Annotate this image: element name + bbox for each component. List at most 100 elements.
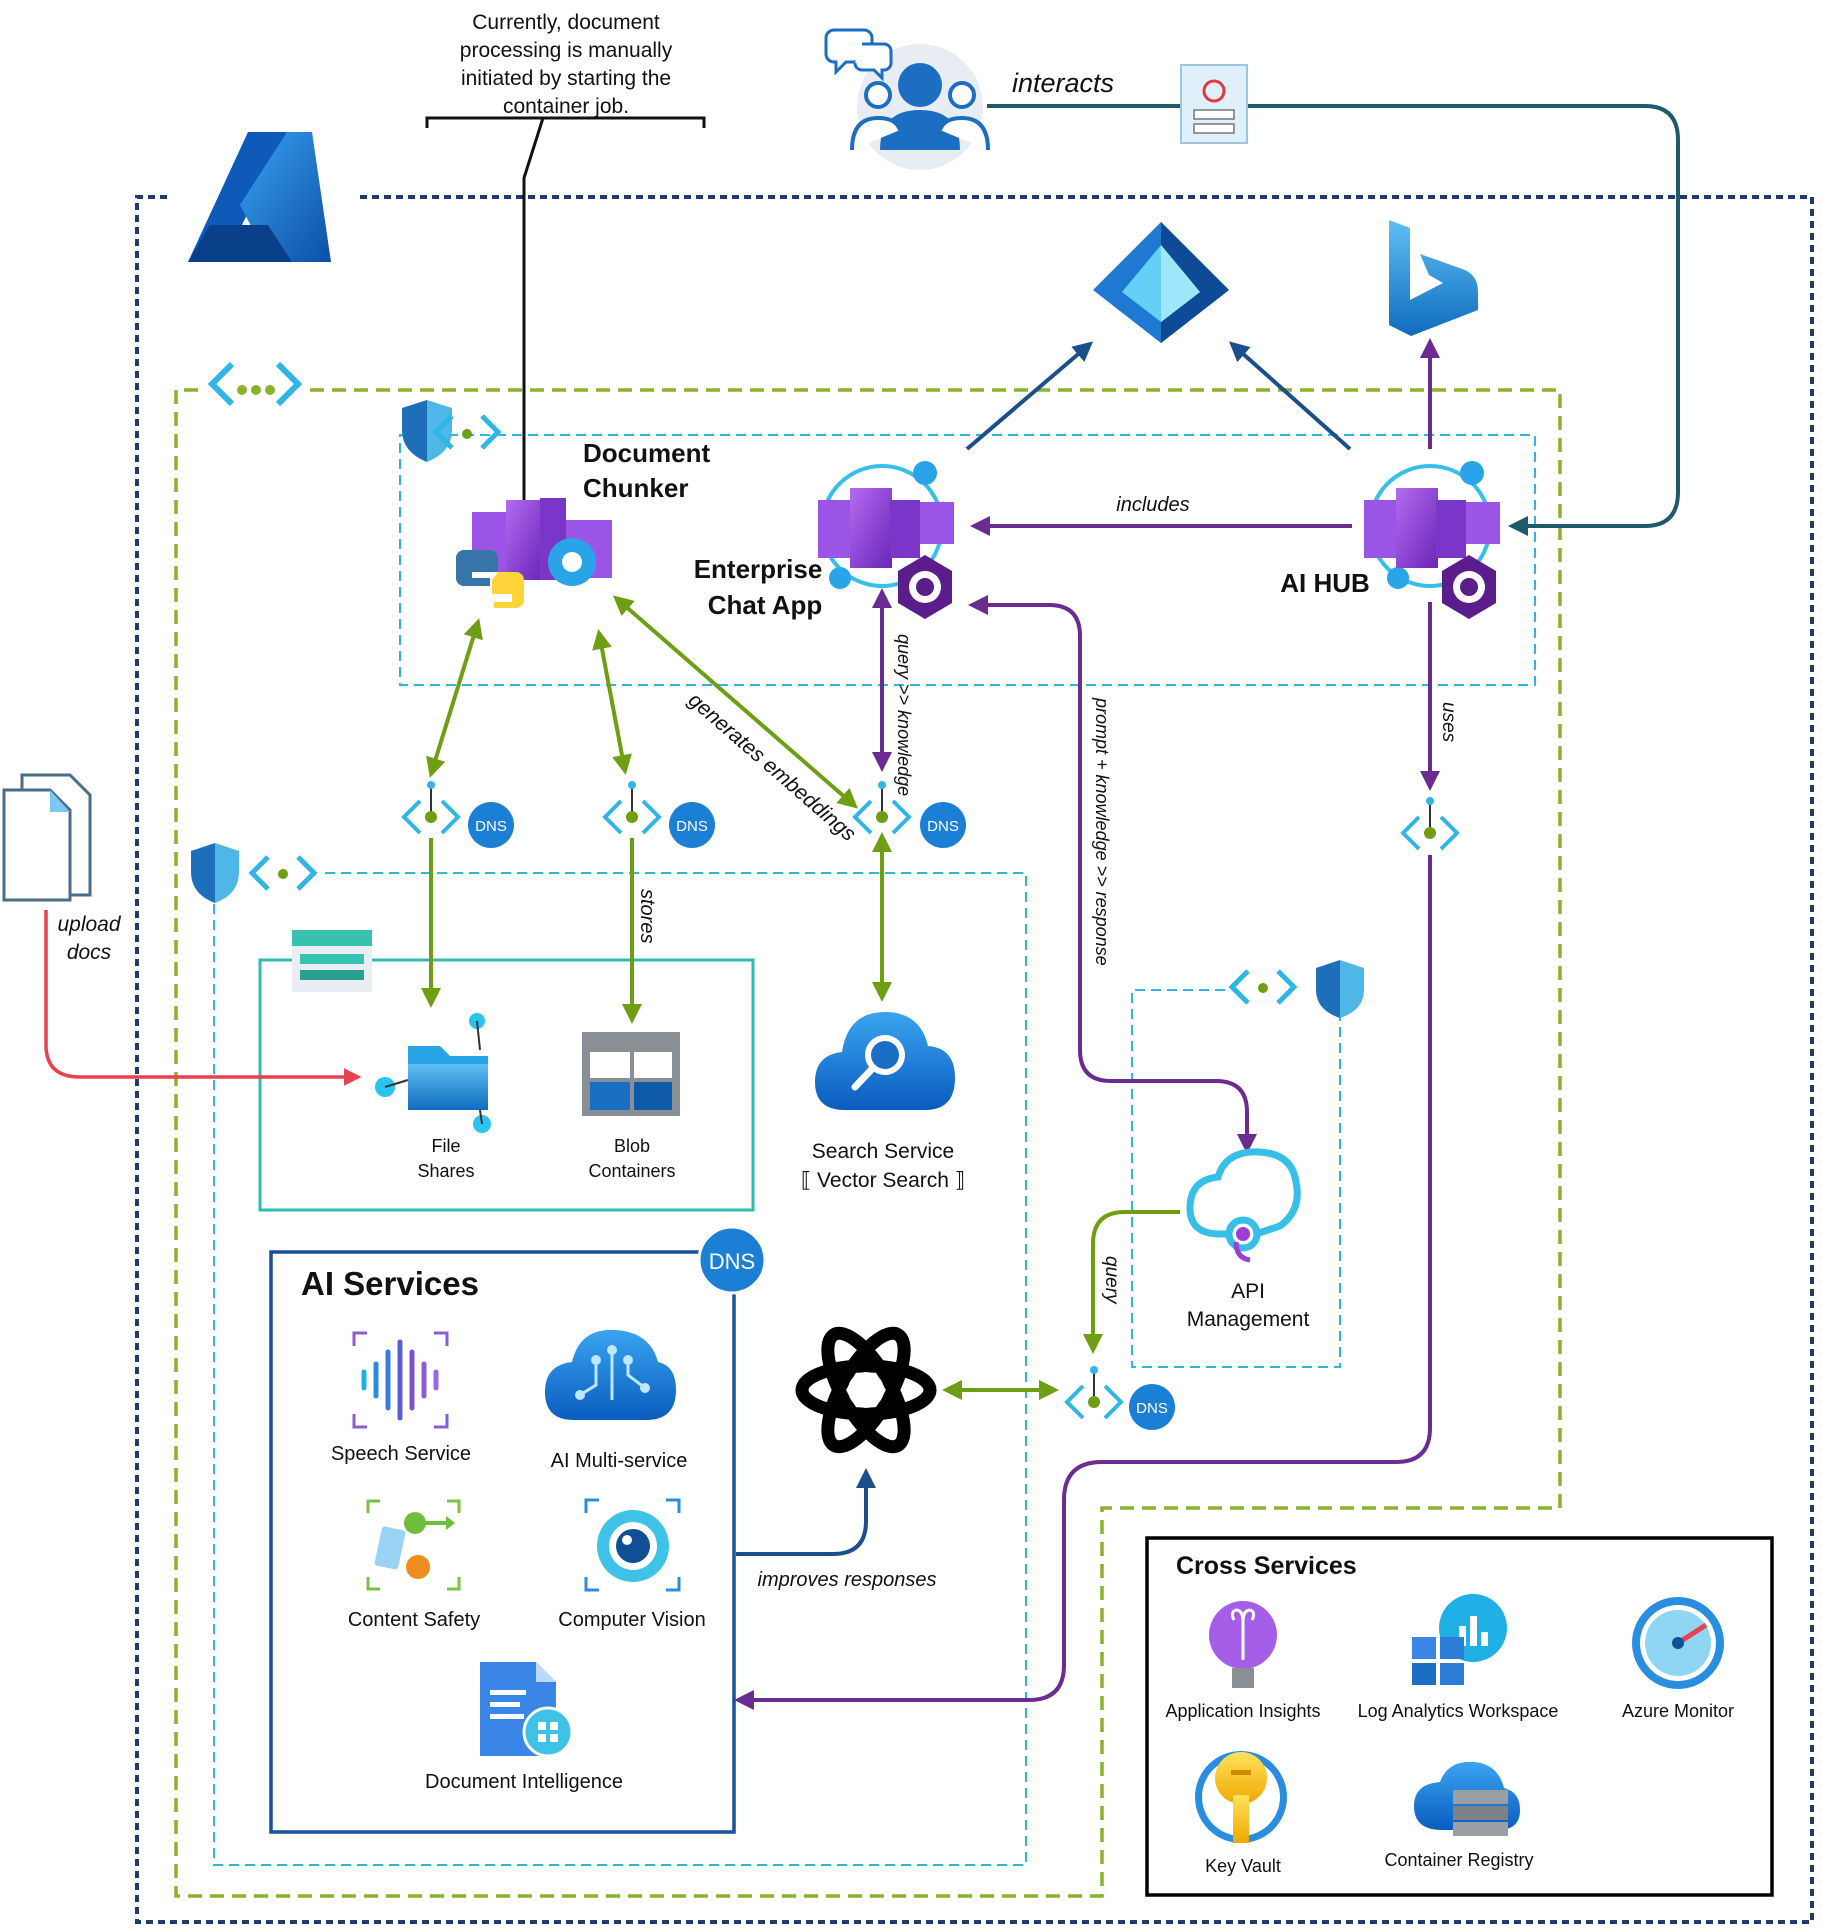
key-vault-label: Key Vault <box>1205 1856 1281 1876</box>
file-shares-icon <box>375 1013 491 1133</box>
speech-service-label: Speech Service <box>331 1443 471 1465</box>
api-management-label: API Management <box>1187 1280 1310 1331</box>
openai-icon <box>795 1326 937 1454</box>
dns-badge: DNS <box>697 1225 767 1295</box>
svg-text:Chunker: Chunker <box>583 473 688 503</box>
blob-containers-icon <box>582 1032 680 1116</box>
private-endpoint-icon <box>401 781 461 835</box>
interacts-line <box>987 104 1680 536</box>
container-registry-label: Container Registry <box>1384 1850 1533 1870</box>
svg-text:Management: Management <box>1187 1308 1310 1331</box>
ai-services-box <box>269 1250 736 1834</box>
svg-text:processing is manually: processing is manually <box>460 39 673 62</box>
hub-to-ai-services-line <box>734 855 1432 1710</box>
query-label: query <box>1101 1256 1122 1305</box>
document-intelligence-icon <box>480 1662 574 1758</box>
uses-label: uses <box>1438 702 1459 743</box>
document-chunker-label: Document Chunker <box>583 438 710 503</box>
ai-multi-service-label: AI Multi-service <box>551 1450 688 1472</box>
chat-to-entra-arrow <box>965 341 1094 451</box>
prompt-response-arrow <box>968 595 1257 1154</box>
svg-text:upload: upload <box>57 913 121 936</box>
documents-icon <box>2 773 92 902</box>
improves-responses-arrow <box>736 1468 876 1556</box>
cross-services-title: Cross Services <box>1176 1552 1357 1580</box>
document-chunker-icon <box>456 498 612 608</box>
upload-arrow <box>44 910 362 1086</box>
svg-text:container job.: container job. <box>503 95 629 118</box>
application-insights-label: Application Insights <box>1165 1701 1320 1721</box>
entra-id-icon <box>1093 222 1229 343</box>
azure-logo <box>188 132 331 262</box>
storage-account-box <box>258 958 755 1212</box>
api-management-icon <box>1186 1148 1301 1263</box>
svg-text:Blob: Blob <box>614 1136 650 1156</box>
svg-text:Search Service: Search Service <box>812 1140 954 1163</box>
svg-text:Shares: Shares <box>417 1161 474 1181</box>
ai-hub-label: AI HUB <box>1280 568 1370 598</box>
subnet-icon <box>432 414 502 450</box>
svg-text:⟦ Vector Search ⟧: ⟦ Vector Search ⟧ <box>801 1169 965 1192</box>
prompt-response-label: prompt + knowledge >> response <box>1092 697 1112 966</box>
interacts-label: interacts <box>1012 68 1114 98</box>
svg-text:DNS: DNS <box>927 818 959 835</box>
svg-text:#: # <box>934 580 942 595</box>
svg-text:Containers: Containers <box>588 1161 675 1181</box>
dns-badge: DNS <box>1129 1384 1175 1430</box>
computer-vision-icon <box>584 1498 681 1592</box>
search-service-label: Search Service ⟦ Vector Search ⟧ <box>801 1140 965 1192</box>
cross-services-box <box>1145 1536 1774 1897</box>
chunker-to-pe1-arrow <box>426 618 483 778</box>
svg-text:DNS: DNS <box>709 1249 755 1274</box>
svg-text:Chat App: Chat App <box>708 590 823 620</box>
svg-text:#: # <box>1478 580 1486 595</box>
apps-subnet <box>399 434 1536 686</box>
vnet-boundary <box>174 388 1562 1898</box>
azure-monitor-label: Azure Monitor <box>1622 1701 1734 1721</box>
svg-text:DNS: DNS <box>475 818 507 835</box>
subnet-icon <box>248 855 318 891</box>
private-endpoint-icon <box>602 781 662 835</box>
content-safety-icon <box>366 1499 461 1591</box>
svg-text:Document: Document <box>583 438 710 468</box>
nsg-shield-icon <box>191 843 239 903</box>
note-bracket <box>425 116 706 520</box>
nsg-shield-icon <box>1316 960 1364 1018</box>
private-endpoint-icon <box>852 781 912 835</box>
private-endpoint-icon <box>1400 797 1460 851</box>
storage-account-icon <box>292 930 372 992</box>
chunker-to-pe2-arrow <box>592 629 632 775</box>
upload-docs-label: upload docs <box>57 913 121 964</box>
login-form-icon <box>1180 64 1248 144</box>
azure-monitor-icon <box>1632 1597 1724 1689</box>
apim-query-arrow <box>1083 1210 1180 1354</box>
svg-text:File: File <box>431 1136 460 1156</box>
private-endpoint-icon <box>1064 1366 1124 1420</box>
ai-services-title: AI Services <box>301 1265 479 1302</box>
svg-text:docs: docs <box>67 941 112 964</box>
computer-vision-label: Computer Vision <box>558 1609 705 1631</box>
query-knowledge-label: query >> knowledge <box>894 634 914 796</box>
dns-badge: DNS <box>468 802 514 848</box>
application-insights-icon <box>1209 1601 1277 1688</box>
log-analytics-label: Log Analytics Workspace <box>1358 1701 1559 1721</box>
openai-icon-center <box>848 1372 884 1408</box>
search-service-icon <box>815 1012 955 1110</box>
svg-text:API: API <box>1231 1280 1265 1303</box>
apim-subnet <box>1131 989 1341 1368</box>
svg-text:DNS: DNS <box>1136 1400 1168 1417</box>
chat-app-label: Enterprise Chat App <box>694 554 823 620</box>
data-subnet <box>213 872 1027 1866</box>
key-vault-icon <box>1195 1751 1287 1843</box>
dns-badge: DNS <box>920 802 966 848</box>
dns-badge: DNS <box>669 802 715 848</box>
log-analytics-icon <box>1412 1594 1507 1685</box>
svg-text:Currently, document: Currently, document <box>472 11 660 34</box>
note-text: Currently, document processing is manual… <box>460 11 673 118</box>
azure-boundary <box>135 195 1814 1924</box>
speech-service-icon <box>352 1331 449 1429</box>
chat-app-icon: # <box>818 461 954 619</box>
subnet-icon <box>1228 969 1298 1005</box>
svg-text:Enterprise: Enterprise <box>694 554 823 584</box>
